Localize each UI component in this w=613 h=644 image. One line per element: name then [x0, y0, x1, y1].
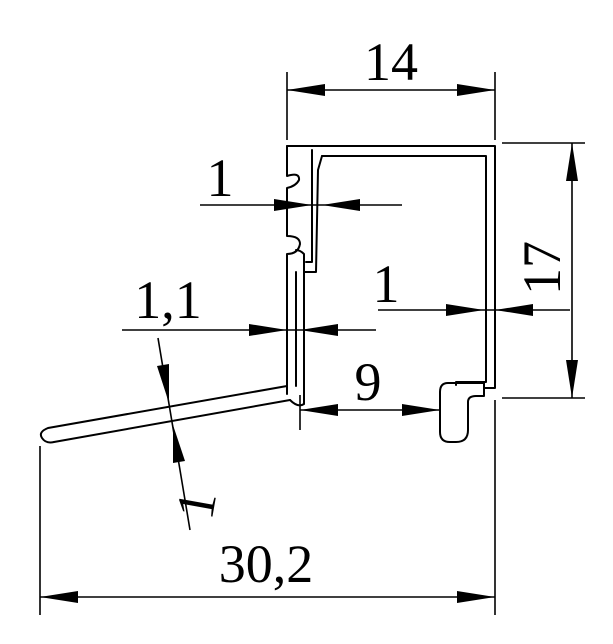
profile-notch-inner-2	[305, 149, 313, 263]
dimension-labels: 14 17 1 1 1,1 9 1 30,2	[134, 32, 572, 594]
dim-overall-width: 30,2	[219, 534, 314, 594]
profile-inner-contour	[321, 155, 487, 386]
profile-sloped-flange	[39, 385, 291, 444]
extension-lines	[39, 72, 585, 615]
dim-wall-lower: 1,1	[134, 270, 202, 330]
dim-inner-gap: 9	[355, 352, 382, 412]
profile-notch-wall	[286, 145, 301, 395]
dim-height-right: 17	[512, 241, 572, 295]
dim-width-top: 14	[364, 32, 418, 92]
dimension-lines	[40, 84, 578, 603]
profile-outer-contour	[286, 145, 496, 443]
dim-wall-upper: 1	[207, 148, 234, 208]
profile-outline	[39, 145, 496, 444]
profile-notch-inner	[295, 155, 323, 273]
dim-wall-right: 1	[373, 254, 400, 314]
dim-flange-thickness: 1	[164, 486, 228, 523]
profile-lower-leg	[289, 271, 305, 407]
